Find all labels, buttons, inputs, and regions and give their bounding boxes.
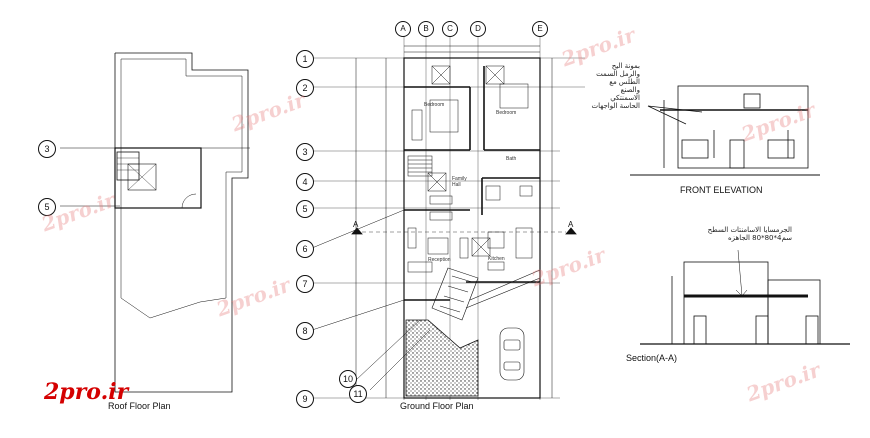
room-symbols <box>427 65 505 257</box>
roof-floor-plan <box>60 52 250 393</box>
elevation-note-line-2: والرمل السمت <box>596 70 640 78</box>
interior-walls <box>404 66 540 301</box>
roof-marker-5: 5 <box>38 198 56 216</box>
section-title: Section(A-A) <box>626 353 678 363</box>
roof-outline <box>114 52 249 393</box>
roof-sink <box>127 163 157 191</box>
car-icon <box>499 327 525 381</box>
elevation-note-line-5: الاسمنتكي <box>610 94 640 102</box>
roof-plan-title: Roof Floor Plan <box>108 401 171 411</box>
front-elevation <box>630 85 820 176</box>
roof-marker-3: 3 <box>38 140 56 158</box>
grid-bubble-1: 1 <box>296 50 314 68</box>
grid-bubble-6: 6 <box>296 240 314 258</box>
room-bedroom-2: Bedroom <box>496 110 517 116</box>
grid-bubble-a: A <box>395 21 411 37</box>
grid-bubble-2: 2 <box>296 79 314 97</box>
leader-lines <box>311 209 431 391</box>
front-elevation-title: FRONT ELEVATION <box>680 185 763 195</box>
elevation-note-line-6: الحاسة الواجهات <box>591 102 641 110</box>
grid-bubble-3: 3 <box>296 143 314 161</box>
section-mark-left: A <box>353 220 359 229</box>
site-logo: 2pro.ir <box>44 379 129 405</box>
room-reception: Reception <box>428 257 451 263</box>
roof-inner-outline <box>120 58 243 319</box>
grid-bubble-e: E <box>532 21 548 37</box>
grid-bubble-d: D <box>470 21 486 37</box>
room-bath: Bath <box>506 156 517 162</box>
grid-bubble-b: B <box>418 21 434 37</box>
room-family-hall: Family Hall <box>452 176 467 188</box>
grid-bubble-10: 10 <box>339 370 357 388</box>
garden-hatch <box>405 319 479 397</box>
room-bedroom-1: Bedroom <box>424 102 445 108</box>
ground-outline <box>403 57 541 399</box>
elevation-note-line-4: والصنع <box>620 86 640 94</box>
elevation-note-line-1: بمونة اليح <box>611 62 640 70</box>
grid-bubble-9: 9 <box>296 390 314 408</box>
section-note: الجرمسايا الاسامنتات السطح سم4*80*80 الج… <box>672 226 792 242</box>
elevation-note-line-3: الطلس مع <box>609 78 640 86</box>
room-kitchen: Kitchen <box>488 256 505 262</box>
section-a-a <box>640 249 850 345</box>
section-note-line-2: سم4*80*80 الجاهزه <box>727 234 792 242</box>
section-mark-right: A <box>568 220 574 229</box>
section-cut <box>351 227 577 235</box>
section-note-line-1: الجرمسايا الاسامنتات السطح <box>707 226 792 234</box>
dimension-lines <box>355 45 553 398</box>
grid-bubble-11: 11 <box>349 385 367 403</box>
grid-bubble-7: 7 <box>296 275 314 293</box>
grid-bubble-8: 8 <box>296 322 314 340</box>
grid-bubble-c: C <box>442 21 458 37</box>
grid-bubble-4: 4 <box>296 173 314 191</box>
grid-bubble-5: 5 <box>296 200 314 218</box>
elevation-note: بمونة اليح والرمل السمت الطلس مع والصنع … <box>580 62 641 110</box>
furniture <box>407 83 533 273</box>
ground-plan-title: Ground Floor Plan <box>400 401 474 411</box>
ground-floor-plan <box>311 36 585 400</box>
entrance-stairs <box>431 267 541 321</box>
